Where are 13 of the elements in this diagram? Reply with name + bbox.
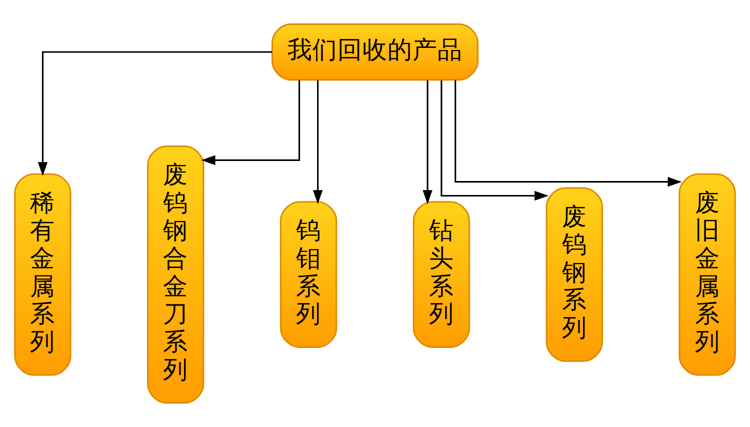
arrow [201, 80, 300, 166]
node-box: 钨钼系列 [280, 201, 338, 348]
node-box: 我们回收的产品 [271, 23, 479, 81]
arrow [312, 80, 323, 204]
node-box: 钻头系列 [412, 201, 470, 348]
node-box: 废钨钢合金刀系列 [147, 146, 204, 404]
node-box: 稀有金属系列 [14, 173, 72, 376]
node-box: 废旧金属系列 [678, 173, 736, 376]
arrow [454, 80, 682, 187]
arrow [38, 51, 272, 176]
arrow [440, 80, 549, 201]
node-box: 废钨钢系列 [546, 187, 603, 362]
arrow [422, 80, 432, 204]
